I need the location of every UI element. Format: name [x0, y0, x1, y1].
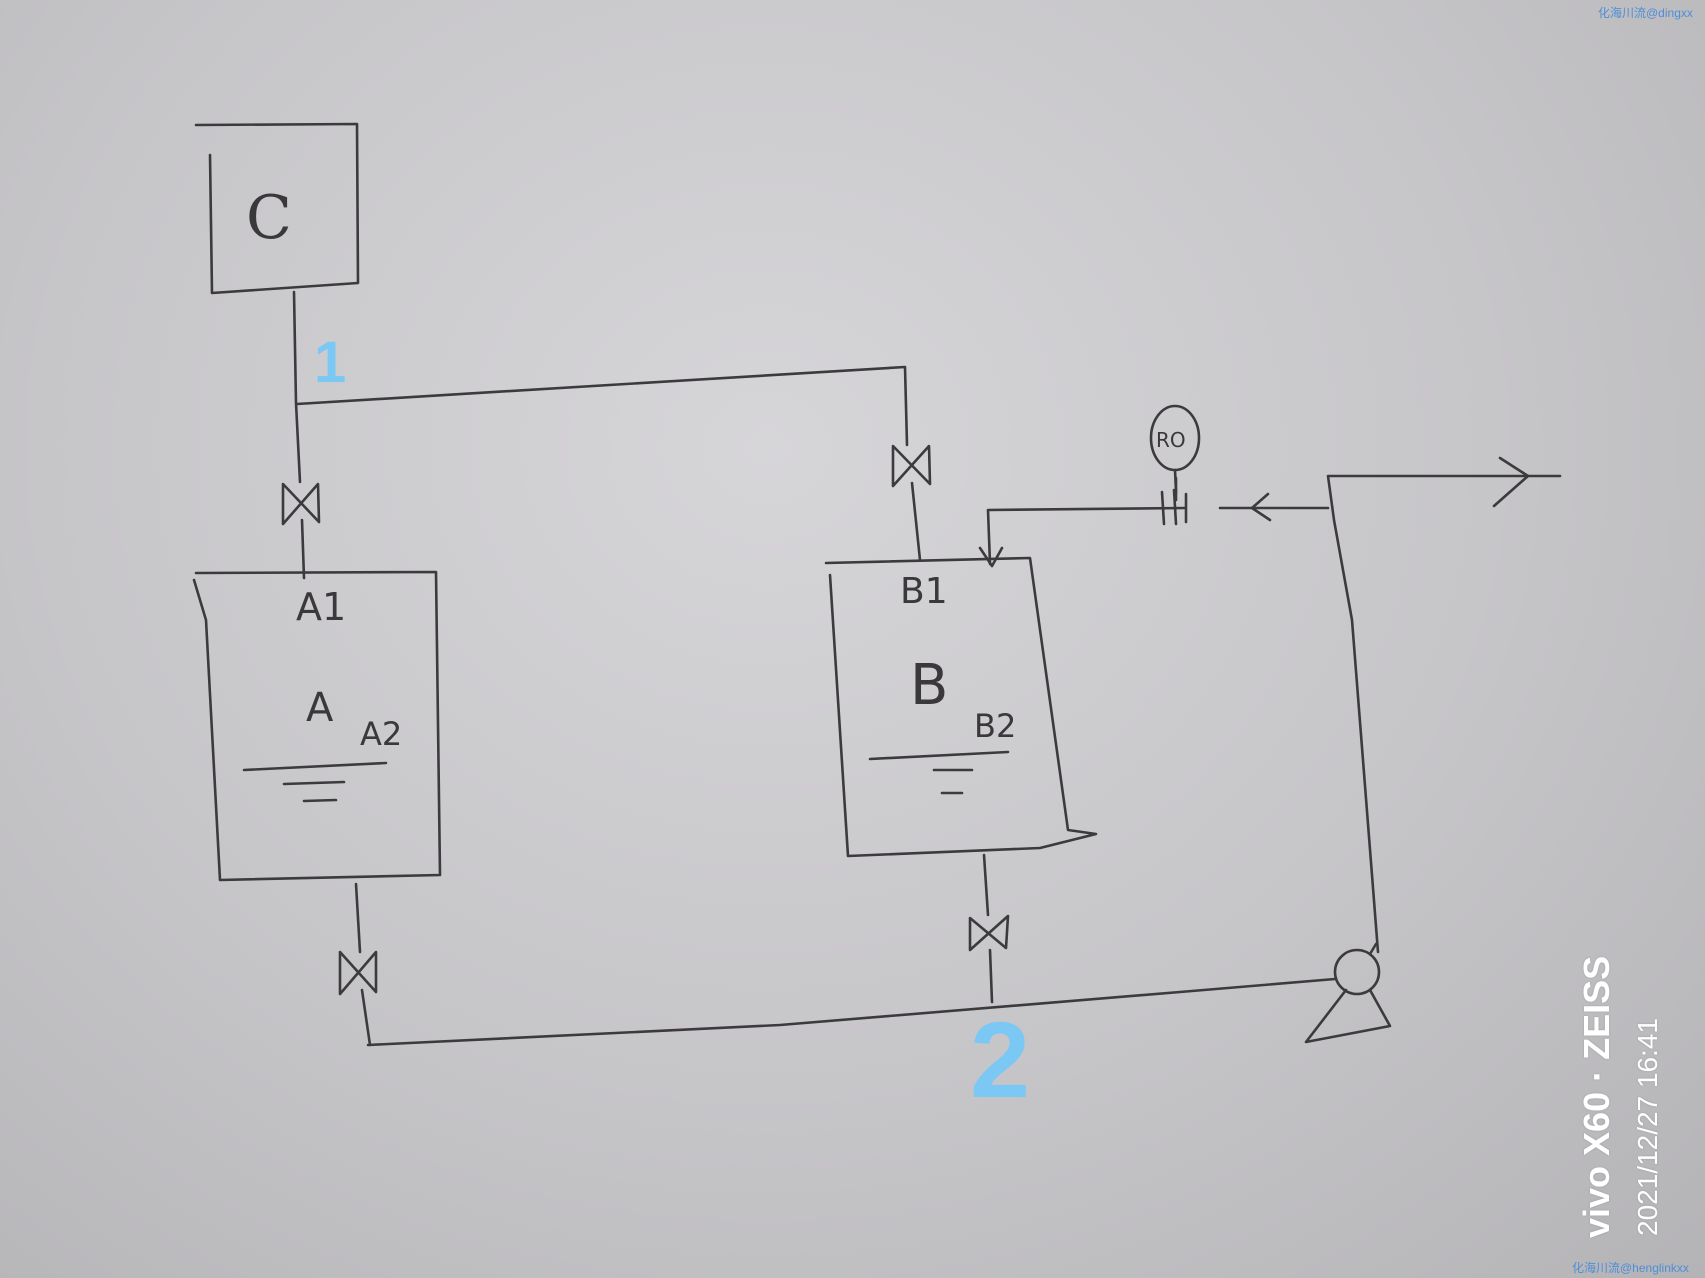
- tank-b: [824, 556, 1098, 858]
- valve-outlet-b-icon: [968, 914, 1010, 952]
- tank-b-name-label: B: [910, 653, 949, 718]
- pump-icon: [1304, 942, 1392, 1044]
- watermark-top-right: 化海川流@dingxx: [1598, 6, 1693, 20]
- pressure-gauge-label: RO: [1156, 428, 1186, 452]
- line-1-marker: 1: [314, 330, 347, 395]
- line-a-outlet: [354, 882, 372, 1047]
- tank-a-nozzle-level-label: A2: [360, 715, 403, 753]
- valve-inlet-a-icon: [281, 482, 321, 526]
- tank-a-nozzle-top-label: A1: [296, 585, 347, 629]
- tank-c: [194, 122, 360, 295]
- recycle-line: [978, 492, 1330, 568]
- branch-line-to-b: [295, 365, 922, 562]
- tank-a-name-label: A: [306, 685, 334, 731]
- camera-timestamp-stamp: 2021/12/27 16:41: [1632, 1018, 1663, 1236]
- pressure-gauge-icon: [1149, 404, 1201, 494]
- line-c-to-a: [292, 290, 306, 580]
- watermark-bottom-right: 化海川流@henglinkxx: [1572, 1261, 1689, 1275]
- line-2-marker: 2: [970, 999, 1031, 1120]
- restriction-orifice-icon: [1160, 476, 1188, 526]
- pump-discharge-line: [1326, 456, 1562, 954]
- line-2-header: [366, 977, 1337, 1047]
- valve-outlet-a-icon: [338, 950, 378, 996]
- tank-b-nozzle-top-label: B1: [900, 571, 948, 612]
- tank-a: [192, 570, 442, 882]
- camera-brand-stamp: vivo X60 · ZEISS: [1576, 955, 1617, 1238]
- valve-inlet-b-icon: [891, 444, 932, 488]
- line-b-outlet: [982, 853, 994, 1004]
- tank-b-nozzle-level-label: B2: [974, 707, 1017, 745]
- tank-c-label: C: [246, 183, 292, 253]
